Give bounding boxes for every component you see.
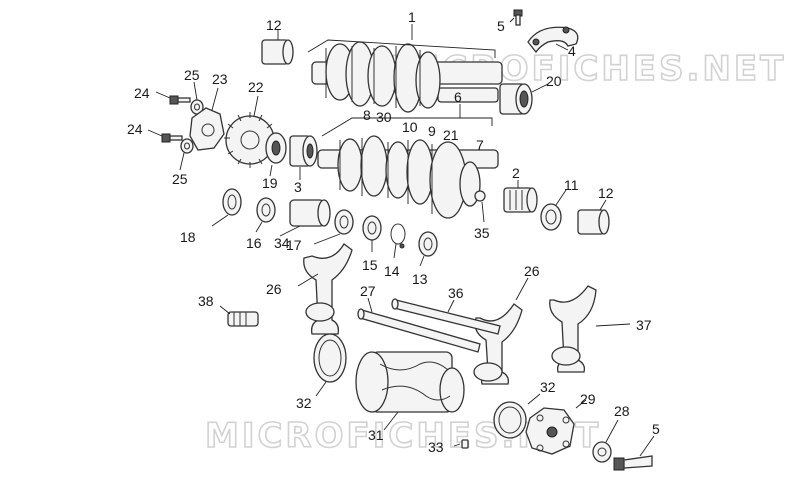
callout-19: 19 — [262, 175, 278, 191]
washer-25-upper — [190, 81, 204, 115]
callout-26-right: 26 — [524, 263, 540, 279]
shift-drum-31 — [355, 351, 465, 431]
callout-22: 22 — [248, 79, 264, 95]
callout-15: 15 — [362, 257, 378, 273]
circlip-14 — [390, 223, 406, 259]
washer-18 — [211, 188, 242, 227]
callout-33: 33 — [428, 439, 444, 455]
lock-plate-23 — [189, 87, 225, 151]
shift-fork-26-center — [473, 277, 529, 385]
callout-7: 7 — [476, 137, 484, 153]
washer-28 — [592, 419, 619, 463]
callout-9: 9 — [428, 123, 436, 139]
shift-fork-26-left — [297, 243, 353, 335]
callout-1: 1 — [408, 9, 416, 25]
callout-12-upper: 12 — [266, 17, 282, 33]
selector-star-29 — [525, 399, 587, 455]
needle-bearing-12-lower — [577, 199, 610, 235]
gear-sensor-38 — [219, 305, 259, 327]
callout-13: 13 — [412, 271, 428, 287]
callout-4: 4 — [568, 43, 576, 59]
callout-34: 34 — [274, 235, 290, 251]
callout-28: 28 — [614, 403, 630, 419]
screw-5-bottom — [613, 435, 655, 471]
callout-31: 31 — [368, 427, 384, 443]
callout-24-upper: 24 — [134, 85, 150, 101]
ball-bearing-3 — [289, 135, 318, 180]
fork-rod-27 — [357, 297, 481, 353]
spacer-19 — [265, 132, 287, 177]
washer-25-lower — [179, 138, 194, 171]
callout-25-lower: 25 — [172, 171, 188, 187]
callout-5-bottom: 5 — [652, 421, 660, 437]
retaining-plate-4 — [527, 26, 579, 54]
pin-33 — [453, 439, 469, 449]
callout-6-bracket — [321, 117, 493, 137]
callout-labels: 1 2 3 4 5 6 7 8 9 10 11 12 12 13 14 15 1… — [127, 9, 660, 455]
washer-17 — [313, 209, 354, 245]
needle-bearing-2 — [503, 180, 538, 213]
callout-16: 16 — [246, 235, 262, 251]
callout-6: 6 — [454, 89, 462, 105]
callout-2: 2 — [512, 165, 520, 181]
callout-5-top: 5 — [497, 18, 505, 34]
screw-5-top — [509, 9, 523, 26]
bushing-34 — [279, 199, 331, 237]
fork-rod-36 — [391, 298, 501, 335]
needle-bearing-12-upper — [261, 30, 294, 65]
callout-25-upper: 25 — [184, 67, 200, 83]
callout-20: 20 — [546, 73, 562, 89]
callout-26-left: 26 — [266, 281, 282, 297]
screw-24-upper — [155, 91, 191, 105]
seal-ring-32-right — [493, 393, 541, 439]
callout-18: 18 — [180, 229, 196, 245]
washer-15 — [362, 215, 382, 252]
seal-ring-32-left — [313, 333, 347, 397]
screw-24-lower — [147, 129, 183, 143]
callout-10: 10 — [402, 119, 418, 135]
callout-27: 27 — [360, 283, 376, 299]
callout-12-lower: 12 — [598, 185, 614, 201]
secondary-shaft — [317, 135, 499, 219]
callout-35: 35 — [474, 225, 490, 241]
callout-29: 29 — [580, 391, 596, 407]
primary-shaft — [311, 41, 503, 113]
callout-23: 23 — [212, 71, 228, 87]
washer-13 — [418, 231, 438, 267]
callout-32-left: 32 — [296, 395, 312, 411]
callout-21: 21 — [443, 127, 459, 143]
shift-fork-37 — [549, 285, 631, 373]
callout-11: 11 — [564, 177, 579, 193]
nut-35 — [474, 190, 486, 223]
callout-14: 14 — [384, 263, 400, 279]
ball-bearing-20 — [499, 83, 549, 115]
callout-32-right: 32 — [540, 379, 556, 395]
callout-38: 38 — [198, 293, 214, 309]
callout-17: 17 — [286, 237, 302, 253]
callout-30: 30 — [376, 109, 392, 125]
callout-36: 36 — [448, 285, 464, 301]
callout-37: 37 — [636, 317, 652, 333]
washer-11 — [540, 189, 567, 231]
callout-3: 3 — [294, 179, 302, 195]
washer-16 — [255, 197, 276, 233]
callout-24-lower: 24 — [127, 121, 143, 137]
callout-8: 8 — [363, 107, 371, 123]
callout-1-bracket — [307, 39, 496, 58]
